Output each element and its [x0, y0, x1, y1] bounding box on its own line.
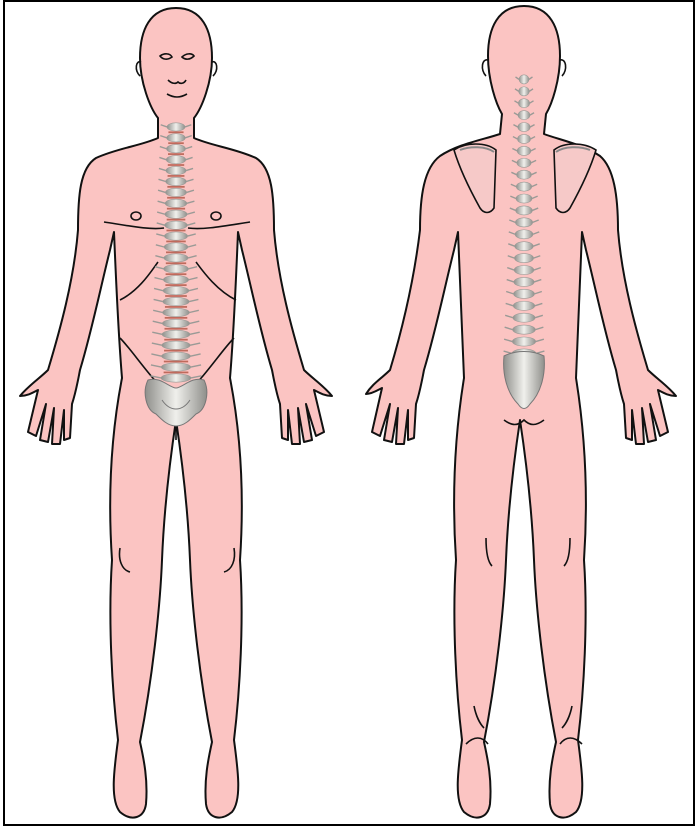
back-vertebra — [513, 313, 535, 322]
front-view — [20, 8, 332, 818]
front-vertebra — [164, 265, 189, 273]
front-vertebra — [162, 341, 190, 349]
front-intervertebral-disc — [168, 131, 183, 133]
front-vertebra — [164, 243, 188, 251]
back-vertebra — [513, 325, 536, 334]
front-vertebra — [166, 166, 186, 174]
front-vertebra — [165, 188, 186, 196]
front-vertebra — [163, 276, 188, 284]
back-vertebra — [515, 218, 532, 227]
front-vertebra — [165, 199, 187, 207]
front-intervertebral-disc — [166, 251, 186, 253]
back-vertebra — [514, 254, 533, 263]
front-intervertebral-disc — [164, 361, 188, 363]
front-vertebra — [164, 232, 187, 240]
front-intervertebral-disc — [167, 197, 185, 199]
front-intervertebral-disc — [166, 273, 187, 275]
front-intervertebral-disc — [164, 328, 187, 330]
front-vertebra — [167, 134, 186, 142]
front-intervertebral-disc — [168, 142, 184, 144]
front-intervertebral-disc — [167, 186, 184, 188]
front-vertebra — [165, 221, 188, 229]
front-vertebra — [163, 308, 190, 316]
back-vertebra — [516, 206, 533, 215]
front-vertebra — [162, 330, 190, 338]
back-vertebra — [514, 289, 535, 298]
front-vertebra — [163, 297, 189, 305]
front-vertebra — [166, 145, 185, 153]
front-intervertebral-disc — [168, 175, 185, 177]
front-intervertebral-disc — [164, 372, 189, 374]
back-vertebra — [514, 277, 534, 286]
front-intervertebral-disc — [164, 339, 187, 341]
front-intervertebral-disc — [167, 208, 185, 210]
front-vertebra — [165, 210, 187, 218]
back-vertebra — [512, 337, 535, 346]
back-vertebra — [517, 170, 532, 179]
back-vertebra — [514, 266, 534, 275]
front-vertebra — [161, 374, 191, 382]
front-intervertebral-disc — [166, 262, 186, 264]
back-vertebra — [517, 146, 531, 155]
front-intervertebral-disc — [165, 295, 187, 297]
front-vertebra — [161, 363, 190, 371]
front-vertebra — [166, 156, 186, 164]
back-vertebra — [518, 99, 529, 108]
front-intervertebral-disc — [165, 317, 188, 319]
front-vertebra — [162, 319, 189, 327]
front-intervertebral-disc — [168, 153, 184, 155]
front-vertebra — [162, 352, 191, 360]
front-intervertebral-disc — [168, 164, 184, 166]
front-intervertebral-disc — [165, 284, 186, 286]
back-vertebra — [513, 301, 535, 310]
front-intervertebral-disc — [167, 219, 186, 221]
back-vertebra — [515, 230, 533, 239]
front-intervertebral-disc — [166, 230, 185, 232]
front-intervertebral-disc — [164, 350, 188, 352]
front-intervertebral-disc — [166, 241, 186, 243]
back-view — [366, 6, 676, 818]
front-vertebra — [166, 177, 187, 185]
back-vertebra — [517, 134, 530, 143]
front-intervertebral-disc — [165, 306, 187, 308]
back-vertebra — [515, 242, 534, 251]
front-vertebra — [163, 287, 189, 295]
front-vertebra — [167, 123, 185, 131]
back-vertebra — [517, 158, 531, 167]
back-vertebra — [519, 87, 530, 96]
back-vertebra — [516, 182, 531, 191]
back-vertebra — [516, 194, 532, 203]
front-vertebra — [164, 254, 188, 262]
back-vertebra — [519, 75, 529, 84]
back-vertebra — [518, 111, 530, 120]
back-vertebra — [518, 123, 530, 132]
